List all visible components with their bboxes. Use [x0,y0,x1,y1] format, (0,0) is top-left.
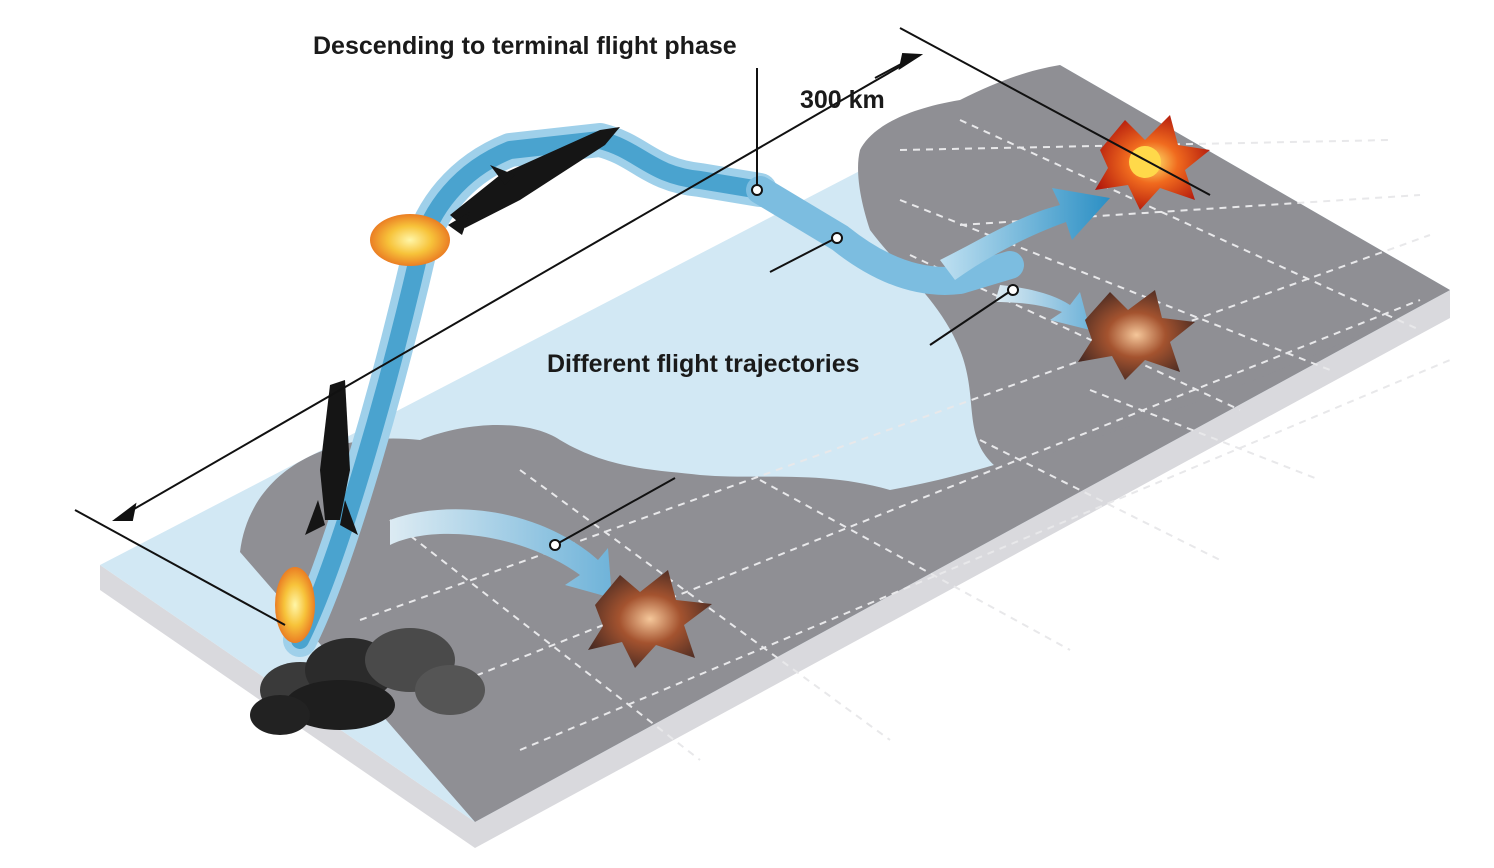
land-mass-right [858,65,1450,470]
smoke-cloud-icon [250,628,485,735]
terrain-board [100,65,1451,848]
flame-icon [275,567,315,643]
callout-dots [549,184,1019,551]
callout-dot-lower [549,539,561,551]
booster-flame [370,214,450,266]
explosion-icon [1095,115,1210,210]
missile-upper [448,127,620,235]
distance-dimension [74,27,1211,626]
trajectory-arrow-upper [940,188,1110,280]
land-mass-left [240,290,1450,822]
trajectories-label: Different flight trajectories [547,350,860,378]
missile-icon [305,380,358,535]
callout-dot-upper [831,232,843,244]
terminal-phase-label: Descending to terminal flight phase [313,32,737,60]
explosion-lower [588,570,712,668]
callout-dot-middle [1007,284,1019,296]
trajectory-arrow-middle [995,285,1090,330]
leader-lines [554,68,1013,546]
callout-dot-terminal [751,184,763,196]
trajectory-arrow-lower [390,509,612,598]
distance-label: 300 km [800,86,885,114]
explosion-middle [1078,290,1195,380]
